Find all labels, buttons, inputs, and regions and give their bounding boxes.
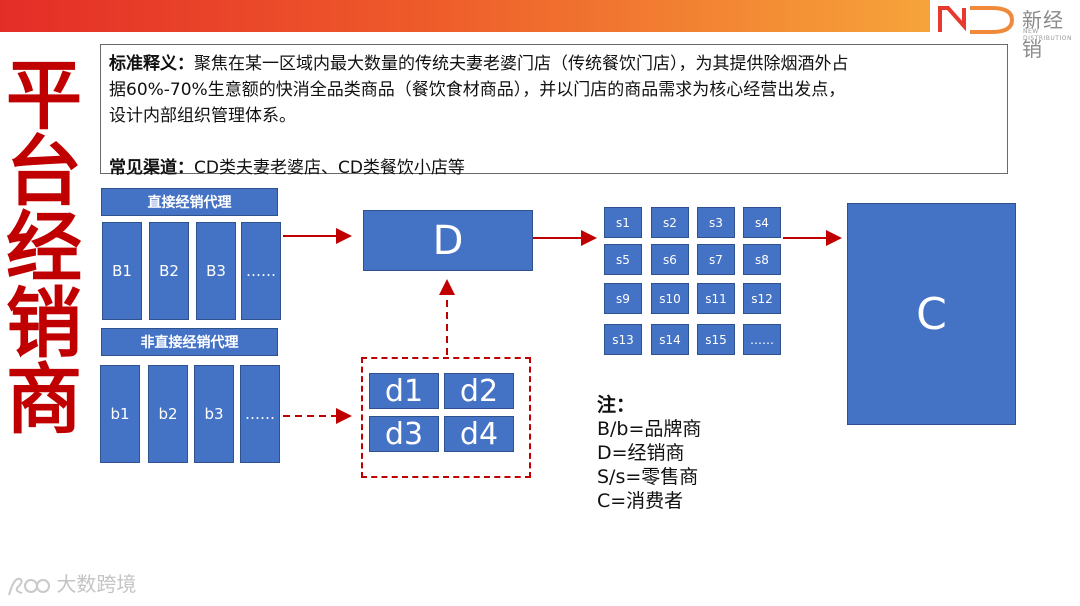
legend-note: 注： B/b=品牌商 D=经销商 S/s=零售商 C=消费者: [597, 393, 701, 513]
retailer-box: s5: [604, 244, 642, 275]
brand-box: ……: [240, 365, 280, 463]
indirect-agency-header: 非直接经销代理: [101, 328, 278, 356]
definition-paragraph: 设计内部组织管理体系。: [109, 106, 296, 126]
sub-distributor-box: d1: [369, 373, 439, 409]
brand-box: ……: [241, 222, 281, 320]
retailer-box: s9: [604, 283, 642, 314]
sub-distributor-box: d3: [369, 416, 439, 452]
definition-text: 聚焦在某一区域内最大数量的传统夫妻老婆门店（传统餐饮门店），为其提供除烟酒外占: [194, 54, 849, 74]
consumer-box: C: [847, 203, 1016, 425]
note-line: S/s=零售商: [597, 466, 699, 488]
side-title-char: 平: [6, 51, 82, 140]
brand-logo: 新经销 NEW DISTRIBUTION: [930, 0, 1080, 61]
top-gradient-bar: [0, 0, 930, 32]
channel-paragraph: 常见渠道：CD类夫妻老婆店、CD类餐饮小店等: [109, 155, 999, 181]
brand-box: b1: [100, 365, 140, 463]
direct-agency-header: 直接经销代理: [101, 188, 278, 216]
channel-label: 常见渠道：: [109, 158, 194, 178]
note-line: C=消费者: [597, 490, 684, 512]
brand-mark-icon: [938, 6, 1015, 34]
side-title-char: 台: [6, 127, 82, 216]
retailer-box: s15: [697, 324, 735, 355]
retailer-box: s14: [651, 324, 689, 355]
definition-label: 标准释义：: [109, 54, 194, 74]
note-title: 注：: [597, 394, 636, 416]
channel-text: CD类夫妻老婆店、CD类餐饮小店等: [194, 158, 465, 178]
definition-paragraph: 据60%-70%生意额的快消全品类商品（餐饮食材商品），并以门店的商品需求为核心…: [109, 80, 846, 100]
definition-box: 标准释义：聚焦在某一区域内最大数量的传统夫妻老婆门店（传统餐饮门店），为其提供除…: [100, 44, 1008, 178]
brand-box: B3: [196, 222, 236, 320]
distributor-box: D: [363, 210, 533, 271]
retailer-box: s4: [743, 207, 781, 238]
side-title-char: 商: [6, 355, 82, 444]
side-title-char: 经: [6, 203, 82, 292]
retailer-box: s2: [651, 207, 689, 238]
retailer-box: s1: [604, 207, 642, 238]
brand-box: B1: [102, 222, 142, 320]
side-title-char: 销: [6, 279, 82, 368]
retailer-box: s6: [651, 244, 689, 275]
definition-paragraph: 标准释义：聚焦在某一区域内最大数量的传统夫妻老婆门店（传统餐饮门店），为其提供除…: [109, 51, 999, 77]
note-line: B/b=品牌商: [597, 418, 702, 440]
retailer-box: s13: [604, 324, 642, 355]
sub-distributor-box: d2: [444, 373, 514, 409]
brand-box: b2: [148, 365, 188, 463]
watermark: 大数跨境: [6, 568, 136, 599]
sub-distributor-frame: [361, 357, 531, 478]
retailer-box: s11: [697, 283, 735, 314]
retailer-box: s7: [697, 244, 735, 275]
retailer-box: ……: [743, 324, 781, 355]
brand-box: b3: [194, 365, 234, 463]
watermark-logo-icon: [8, 577, 50, 595]
brand-name: 新经销: [1022, 8, 1064, 61]
note-line: D=经销商: [597, 442, 685, 464]
retailer-box: s3: [697, 207, 735, 238]
brand-name-en: NEW DISTRIBUTION: [1023, 28, 1072, 42]
retailer-box: s10: [651, 283, 689, 314]
retailer-box: s12: [743, 283, 781, 314]
sub-distributor-box: d4: [444, 416, 514, 452]
side-title: 平 台 经 销 商: [4, 58, 84, 438]
brand-box: B2: [149, 222, 189, 320]
watermark-text: 大数跨境: [56, 572, 137, 596]
retailer-box: s8: [743, 244, 781, 275]
